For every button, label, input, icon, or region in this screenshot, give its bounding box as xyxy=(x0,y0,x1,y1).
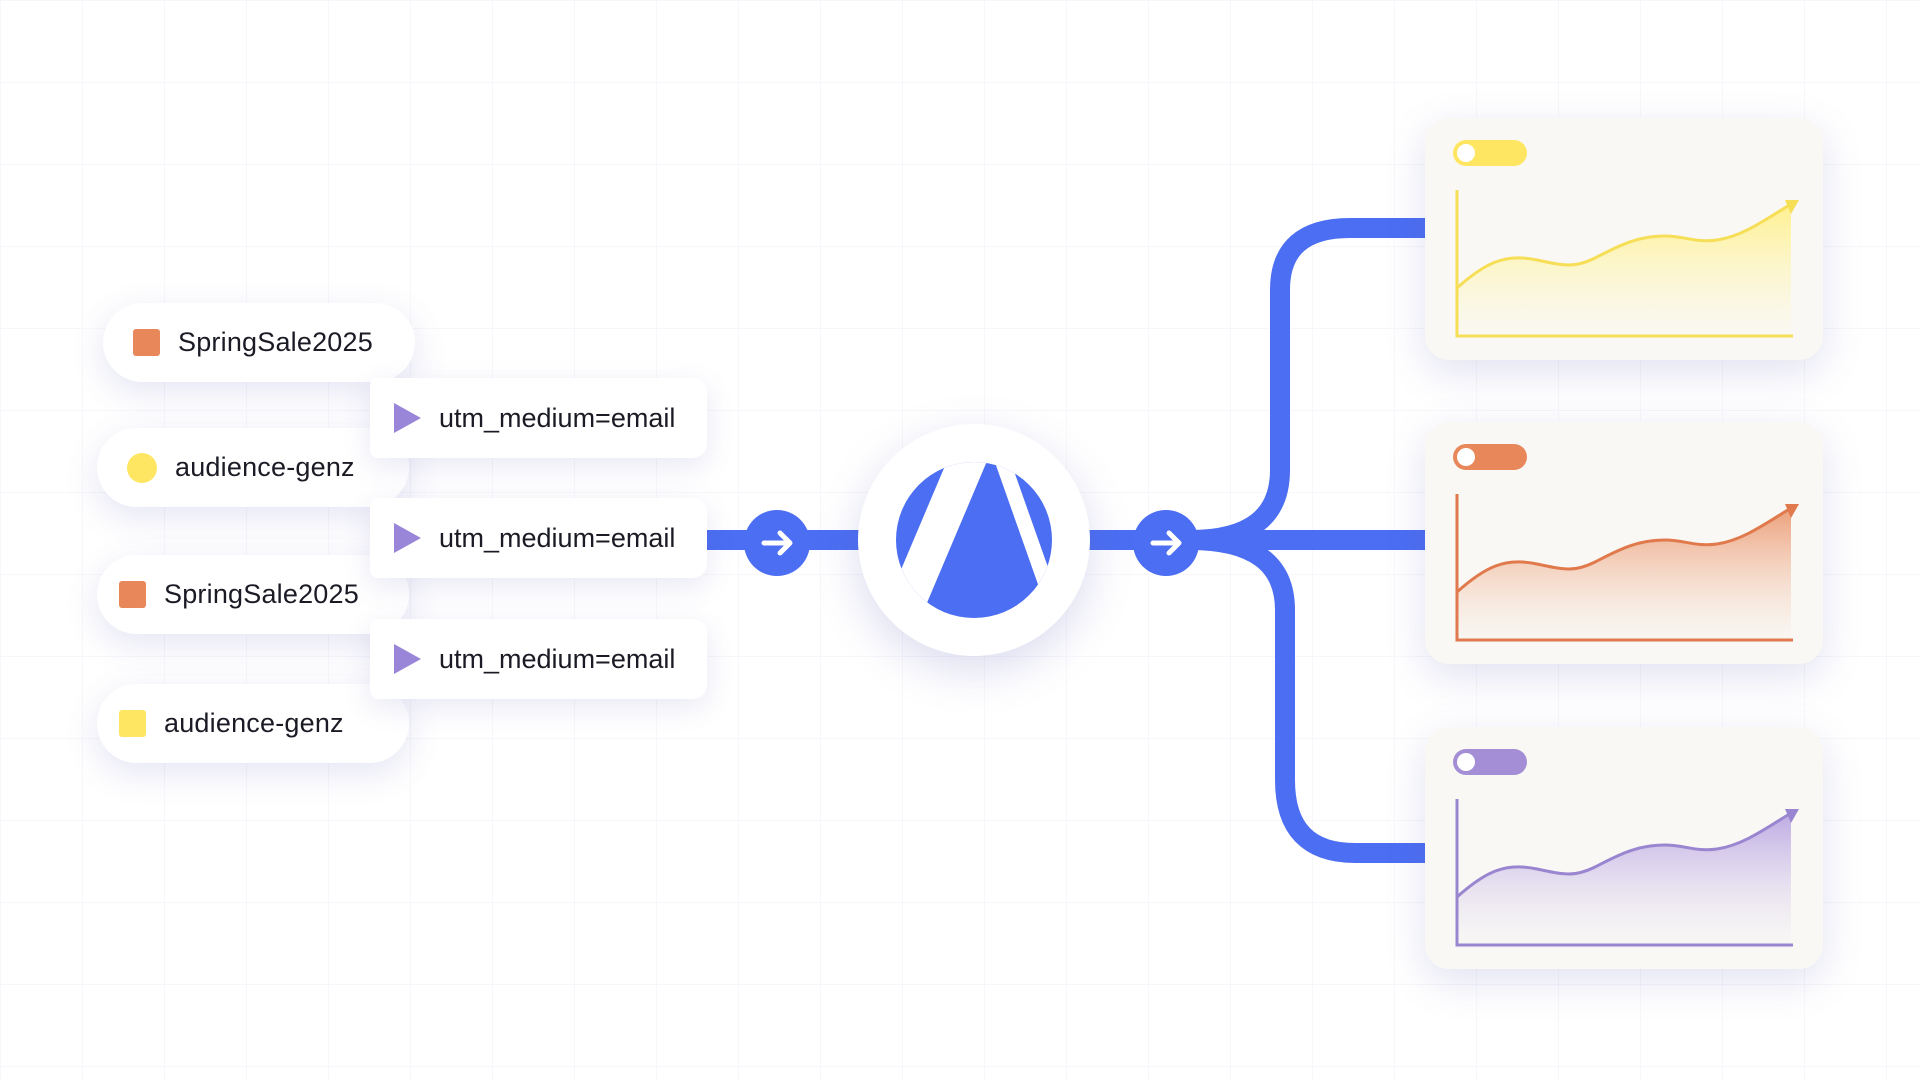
tag-label: utm_medium=email xyxy=(439,522,676,553)
utm-tag: utm_medium=email xyxy=(370,498,707,578)
source-label: SpringSale2025 xyxy=(178,327,373,357)
toggle-switch xyxy=(1453,140,1527,166)
tag-label: utm_medium=email xyxy=(439,643,676,674)
utm-tag: utm_medium=email xyxy=(370,619,707,699)
source-pill: audience-genz xyxy=(97,428,409,507)
analytics-logo-icon xyxy=(896,462,1052,618)
central-hub xyxy=(858,424,1090,656)
toggle-knob xyxy=(1457,144,1475,162)
source-pill: SpringSale2025 xyxy=(97,555,409,634)
tag-label: utm_medium=email xyxy=(439,402,676,433)
play-icon xyxy=(394,403,421,433)
toggle-switch xyxy=(1453,444,1527,470)
output-chart-card xyxy=(1425,118,1823,360)
arrow-node xyxy=(1133,510,1199,576)
arrow-right-icon xyxy=(1150,530,1182,556)
play-icon xyxy=(394,644,421,674)
output-chart-card xyxy=(1425,422,1823,664)
play-icon xyxy=(394,523,421,553)
circle-marker-icon xyxy=(127,452,157,483)
utm-tag: utm_medium=email xyxy=(370,378,707,458)
square-marker-icon xyxy=(133,329,160,356)
trend-chart-icon xyxy=(1455,799,1799,947)
toggle-knob xyxy=(1457,753,1475,771)
trend-chart-icon xyxy=(1455,190,1799,338)
square-marker-icon xyxy=(119,581,146,608)
toggle-knob xyxy=(1457,448,1475,466)
toggle-switch xyxy=(1453,749,1527,775)
trend-chart-icon xyxy=(1455,494,1799,642)
source-label: SpringSale2025 xyxy=(164,579,359,609)
branch-bottom xyxy=(1189,530,1425,863)
source-pill: audience-genz xyxy=(97,684,409,763)
arrow-right-icon xyxy=(761,530,793,556)
arrow-node xyxy=(744,510,810,576)
square-marker-icon xyxy=(119,710,146,737)
source-pill: SpringSale2025 xyxy=(103,303,415,382)
source-label: audience-genz xyxy=(175,452,355,482)
branch-top xyxy=(1189,218,1425,550)
source-label: audience-genz xyxy=(164,708,344,738)
output-chart-card xyxy=(1425,727,1823,969)
